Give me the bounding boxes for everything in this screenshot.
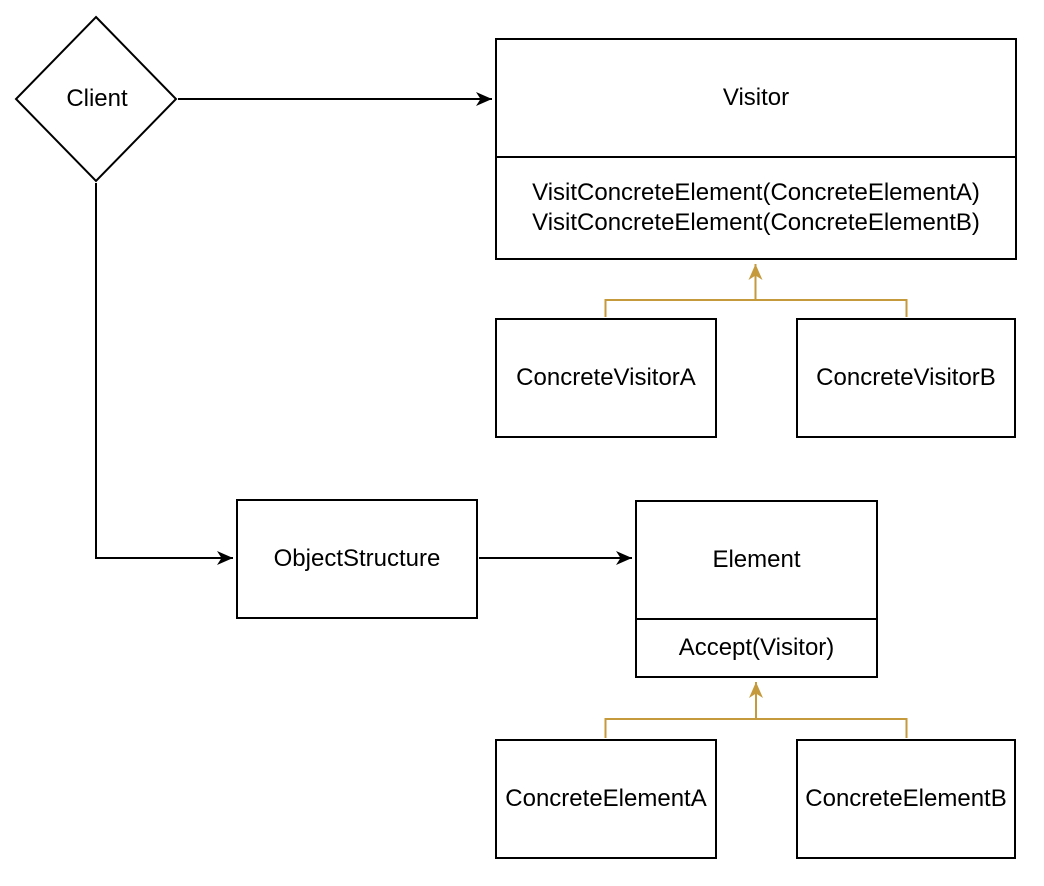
element-class-name: Element (637, 502, 876, 620)
element-class-box: Element Accept(Visitor) (635, 500, 878, 678)
concrete-visitor-a-label: ConcreteVisitorA (516, 364, 696, 391)
visitor-method-b: VisitConcreteElement(ConcreteElementB) (532, 209, 980, 236)
concrete-element-b-box: ConcreteElementB (796, 739, 1016, 859)
visitor-method-a: VisitConcreteElement(ConcreteElementA) (532, 179, 980, 206)
object-structure-label: ObjectStructure (273, 545, 441, 572)
client-label: Client (66, 85, 128, 112)
visitor-class-box: Visitor VisitConcreteElement(ConcreteEle… (495, 38, 1017, 260)
client-diamond-shape (14, 15, 178, 183)
element-method-accept: Accept(Visitor) (678, 634, 835, 661)
visitor-methods-compartment: VisitConcreteElement(ConcreteElementA) V… (497, 158, 1015, 258)
concrete-visitor-b-box: ConcreteVisitorB (796, 318, 1016, 438)
element-inheritance-tree-connector (604, 718, 908, 738)
visitor-inheritance-tree-connector (604, 299, 908, 317)
element-methods-compartment: Accept(Visitor) (637, 620, 876, 676)
client-to-objectstructure-arrow (95, 183, 233, 565)
visitor-class-name: Visitor (497, 40, 1015, 158)
concrete-element-a-box: ConcreteElementA (495, 739, 717, 859)
concrete-visitor-b-label: ConcreteVisitorB (816, 364, 996, 391)
concrete-element-a-label: ConcreteElementA (505, 785, 707, 812)
concrete-visitor-a-box: ConcreteVisitorA (495, 318, 717, 438)
object-structure-box: ObjectStructure (236, 499, 478, 619)
concrete-element-b-label: ConcreteElementB (805, 785, 1007, 812)
